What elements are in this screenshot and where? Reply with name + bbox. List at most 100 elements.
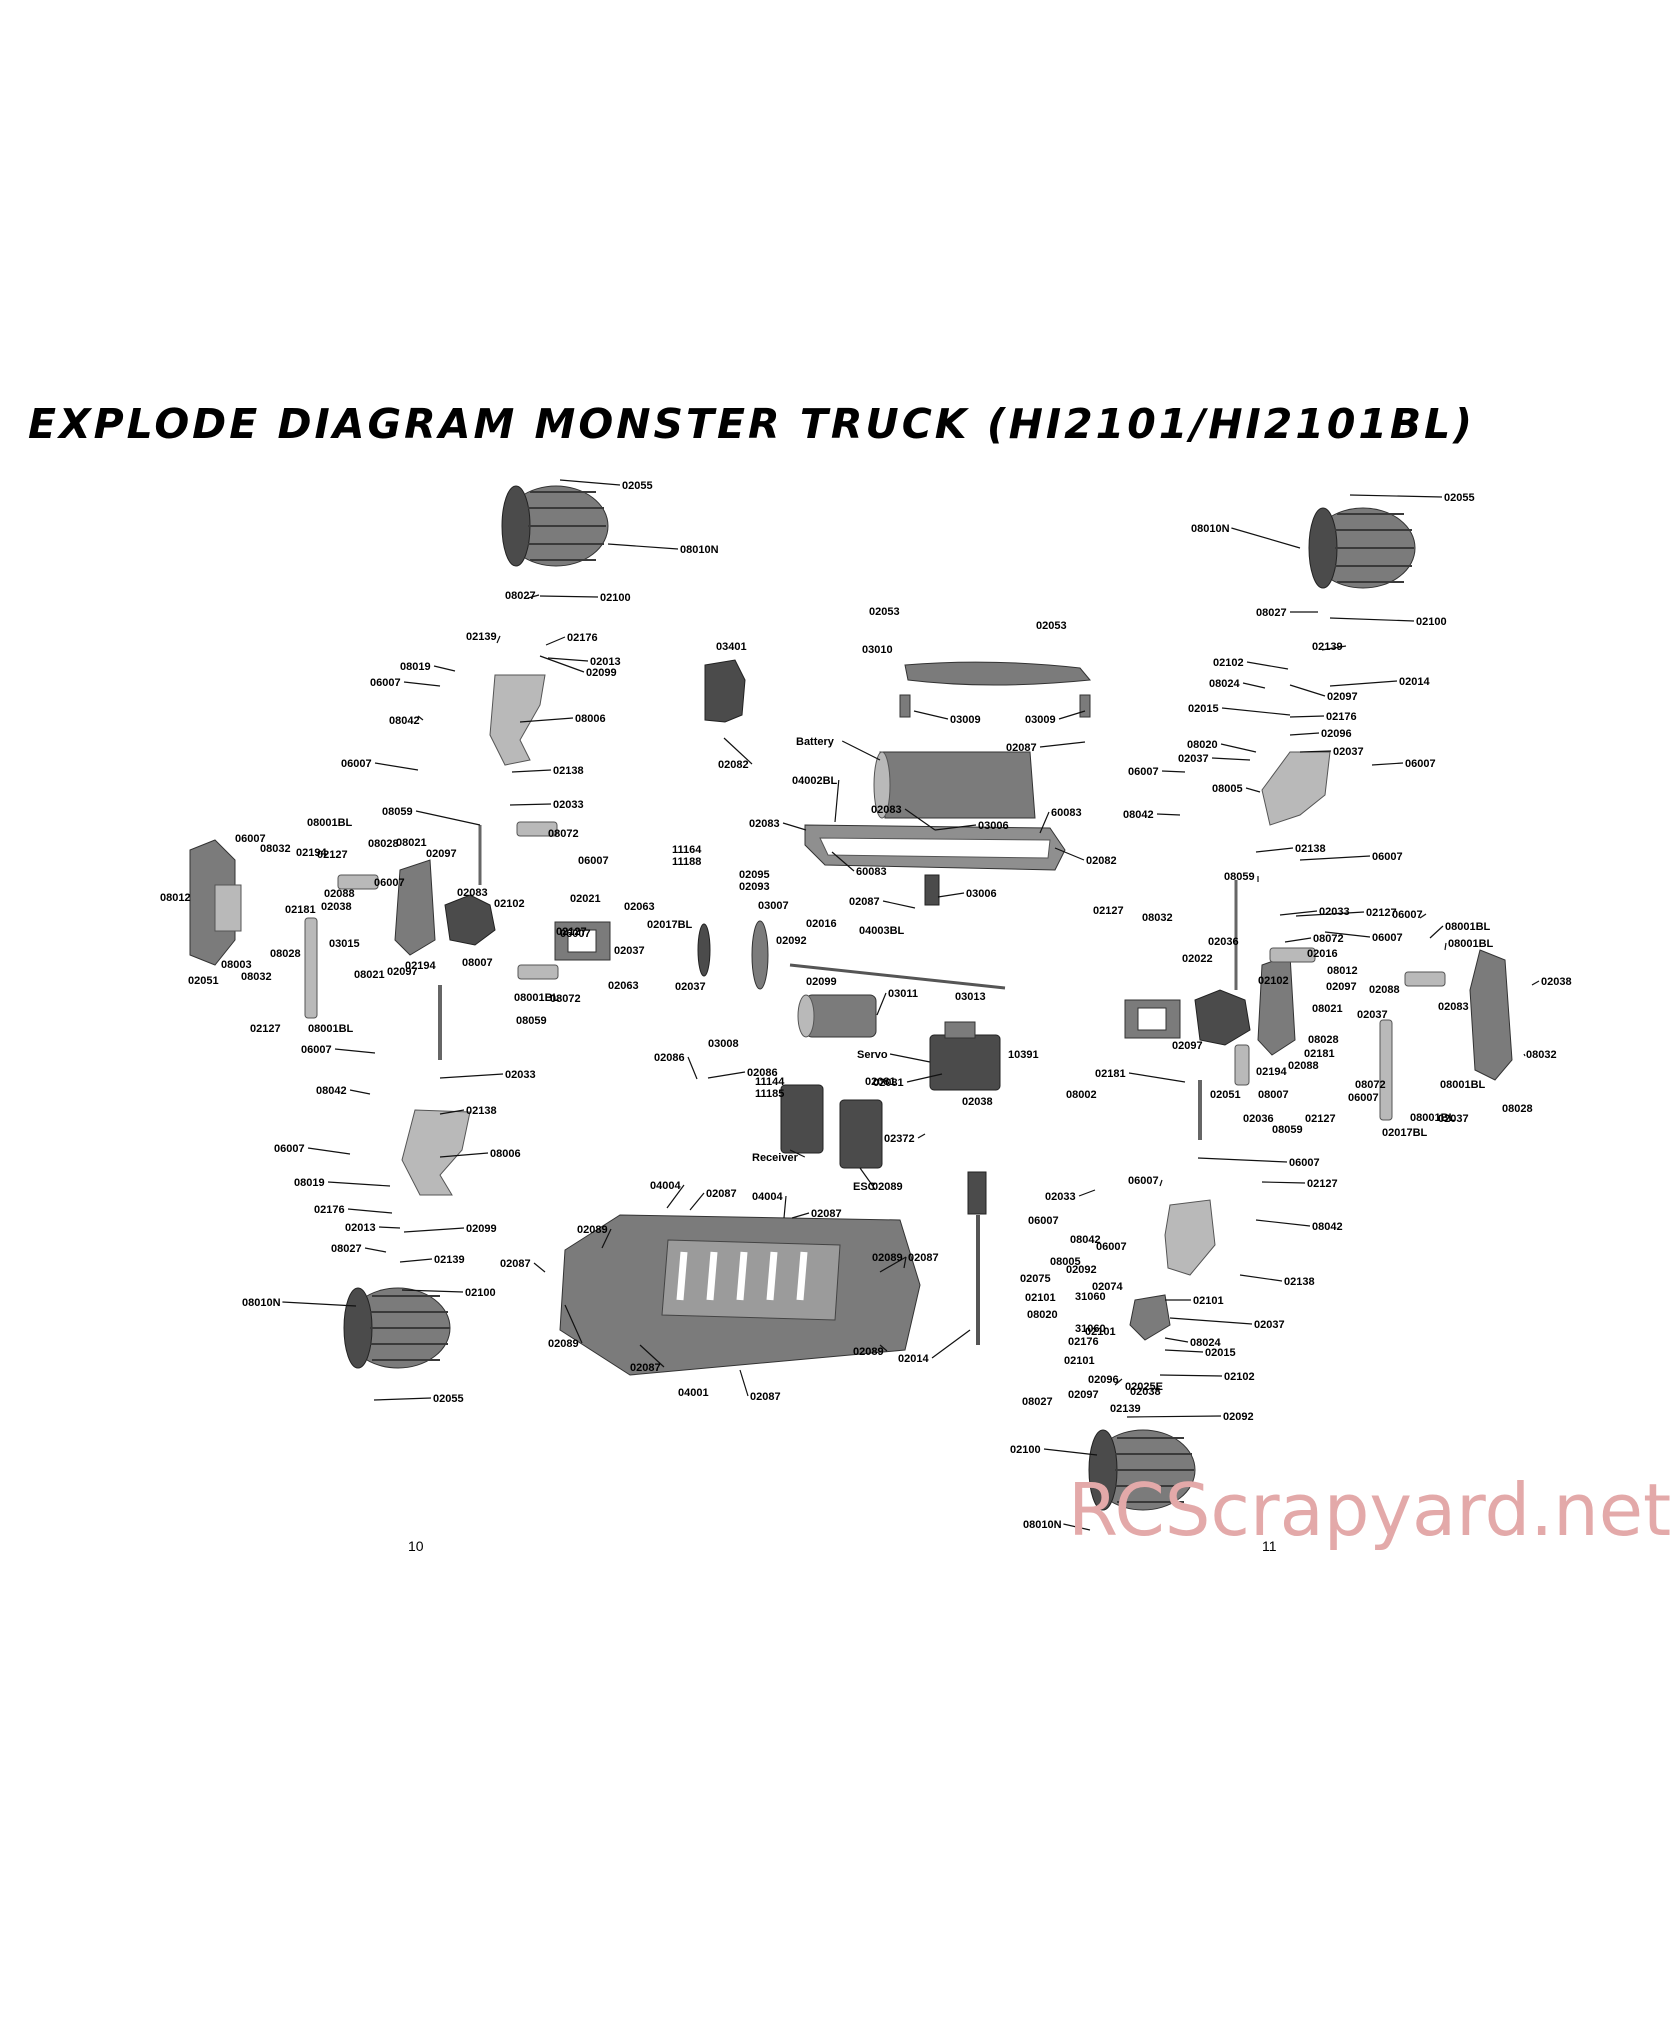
- callout-label: 06007: [1372, 851, 1403, 863]
- callout-label: 02139: [466, 631, 497, 643]
- callout-label: 02138: [466, 1105, 497, 1117]
- callout-leader-line: [1239, 1274, 1283, 1282]
- callout-leader-line: [1078, 1189, 1096, 1197]
- receiver-icon: [780, 1084, 824, 1154]
- callout-label: 08006: [490, 1148, 521, 1160]
- callout-leader-line: [1164, 1337, 1189, 1343]
- callout-label: 02053: [1036, 620, 1067, 632]
- callout-label: 02087: [630, 1362, 661, 1374]
- callout-label: 02015: [1205, 1347, 1236, 1359]
- callout-leader-line: [1299, 855, 1371, 861]
- callout-label: 02127: [317, 849, 348, 861]
- callout-leader-line: [906, 1073, 943, 1083]
- callout-label: 02089: [577, 1224, 608, 1236]
- callout-label: 08032: [241, 971, 272, 983]
- callout-leader-line: [1164, 1349, 1204, 1353]
- page-number-right: 11: [1262, 1538, 1277, 1554]
- steering-linkage-icon: [967, 1171, 987, 1215]
- callout-leader-line: [639, 1344, 665, 1368]
- callout-label: 08027: [505, 590, 536, 602]
- callout-label: 02083: [457, 887, 488, 899]
- callout-leader-line: [1246, 661, 1289, 670]
- callout-label: 08010N: [1191, 523, 1230, 535]
- callout-label: 06007: [301, 1044, 332, 1056]
- callout-leader-line: [1321, 645, 1347, 651]
- callout-label: 02088: [1288, 1060, 1319, 1072]
- callout-leader-line: [378, 1226, 401, 1229]
- callout-label: 02092: [776, 935, 807, 947]
- callout-leader-line: [834, 779, 840, 823]
- callout-leader-line: [1523, 1053, 1526, 1057]
- callout-label: 02099: [586, 667, 617, 679]
- callout-label: 02082: [718, 759, 749, 771]
- callout-label: 02101: [1085, 1326, 1116, 1338]
- callout-leader-line: [1221, 707, 1291, 716]
- callout-label: 02096: [1321, 728, 1352, 740]
- callout-leader-line: [1156, 813, 1181, 816]
- callout-label: 02127: [1366, 907, 1397, 919]
- callout-label: 02089: [853, 1346, 884, 1358]
- callout-label: 02037: [1438, 1113, 1469, 1125]
- hub-carrier-icon: [1129, 1294, 1171, 1341]
- callout-leader-line: [903, 1256, 907, 1269]
- callout-leader-line: [399, 1258, 433, 1263]
- callout-leader-line: [564, 1304, 583, 1344]
- callout-leader-line: [689, 1192, 705, 1211]
- callout-label: 08042: [389, 715, 420, 727]
- callout-leader-line: [1324, 931, 1371, 938]
- callout-label: 08005: [1050, 1256, 1081, 1268]
- callout-label: 08003: [221, 959, 252, 971]
- callout-label: 02102: [1224, 1371, 1255, 1383]
- callout-label: 02063: [624, 901, 655, 913]
- suspension-arm-icon: [489, 674, 546, 766]
- callout-leader-line: [374, 762, 419, 771]
- callout-leader-line: [533, 1262, 546, 1273]
- shock-absorber-icon: [516, 821, 558, 837]
- callout-label: 02097: [1326, 981, 1357, 993]
- callout-label: 08012: [1327, 965, 1358, 977]
- differential-icon: [1194, 989, 1251, 1046]
- callout-leader-line: [841, 740, 881, 761]
- callout-leader-line: [1289, 715, 1325, 718]
- callout-label: 02097: [426, 848, 457, 860]
- callout-label: 02194: [296, 847, 327, 859]
- callout-leader-line: [547, 657, 589, 662]
- callout-label: 02088: [1369, 984, 1400, 996]
- page-title: EXPLODE DIAGRAM MONSTER TRUCK (HI2101/HI…: [28, 400, 1476, 448]
- callout-label: 02016: [806, 918, 837, 930]
- callout-leader-line: [1159, 1374, 1223, 1377]
- callout-label: 03006: [966, 888, 997, 900]
- callout-label: 02100: [600, 592, 631, 604]
- callout-leader-line: [934, 824, 977, 831]
- callout-label: 08010N: [1023, 1519, 1062, 1531]
- callout-label: 08001BL: [1440, 1079, 1486, 1091]
- callout-label: 02038: [1541, 976, 1572, 988]
- callout-leader-line: [415, 810, 481, 826]
- callout-leader-line: [1329, 680, 1398, 687]
- shock-absorber-icon: [517, 964, 559, 980]
- callout-label: 08001BL: [1410, 1112, 1456, 1124]
- callout-label: 60083: [856, 866, 887, 878]
- callout-label: 02014: [1399, 676, 1430, 688]
- callout-label: 08021: [396, 837, 427, 849]
- callout-label: 02101: [1064, 1355, 1095, 1367]
- callout-label: 06007: [1128, 766, 1159, 778]
- callout-label: 02053: [869, 606, 900, 618]
- callout-leader-line: [403, 681, 441, 687]
- callout-leader-line: [1429, 925, 1444, 939]
- callout-leader-line: [433, 665, 456, 672]
- callout-label: 02176: [567, 632, 598, 644]
- page-number-left: 10: [408, 1538, 424, 1554]
- callout-label: 08072: [1313, 933, 1344, 945]
- callout-label: 02087: [1006, 742, 1037, 754]
- battery-strap-icon: [904, 661, 1091, 686]
- bumper-icon: [1469, 949, 1513, 1081]
- callout-label: 11164: [672, 844, 702, 856]
- callout-label: 08059: [382, 806, 413, 818]
- callout-label: 02021: [570, 893, 601, 905]
- callout-leader-line: [904, 808, 936, 831]
- callout-leader-line: [1159, 1179, 1163, 1187]
- callout-label: 08042: [1312, 1221, 1343, 1233]
- callout-leader-line: [527, 594, 540, 599]
- callout-leader-line: [917, 1133, 926, 1139]
